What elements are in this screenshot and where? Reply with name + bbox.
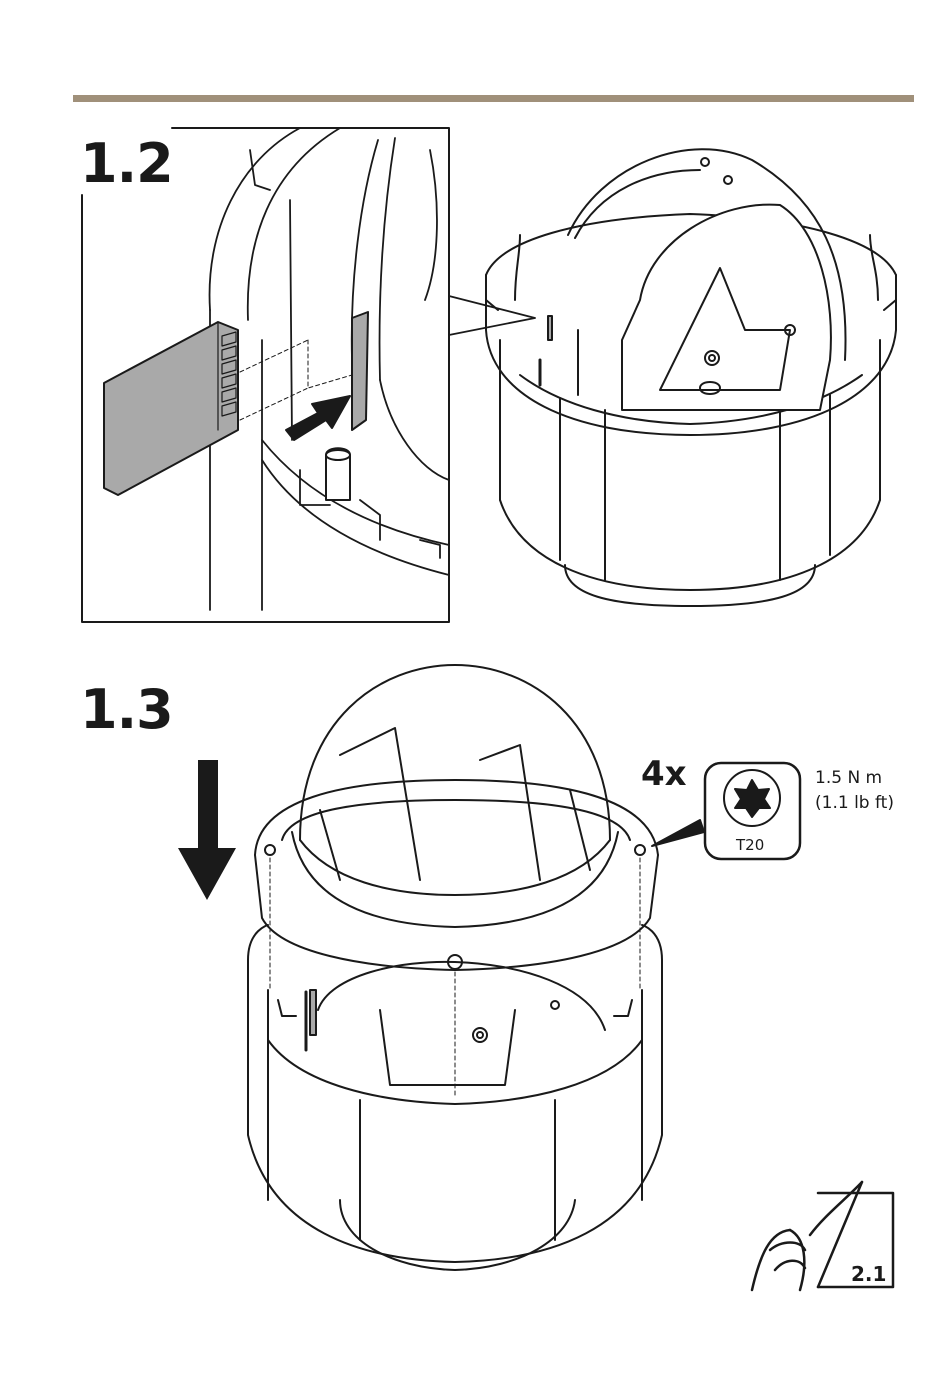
insert-arrow-icon bbox=[286, 396, 350, 440]
torque-imperial: (1.1 lb ft) bbox=[815, 791, 894, 816]
camera-closing bbox=[248, 665, 662, 1270]
torx-icon bbox=[724, 770, 780, 826]
torque-metric: 1.5 N m bbox=[815, 766, 894, 791]
torque-spec: 1.5 N m (1.1 lb ft) bbox=[815, 766, 894, 816]
step-number-1-3: 1.3 bbox=[80, 678, 173, 741]
next-page-ref: 2.1 bbox=[851, 1262, 886, 1286]
callout-leader bbox=[652, 820, 704, 846]
screw-count: 4x bbox=[641, 754, 687, 794]
sd-card-icon bbox=[104, 322, 238, 495]
down-arrow-icon bbox=[178, 760, 236, 900]
magnifier-leader bbox=[449, 296, 535, 335]
camera-open bbox=[486, 149, 896, 606]
step-number-1-2: 1.2 bbox=[80, 132, 173, 195]
alignment-guides bbox=[270, 858, 640, 1095]
detail-housing bbox=[210, 128, 449, 610]
tool-label: T20 bbox=[736, 836, 764, 854]
